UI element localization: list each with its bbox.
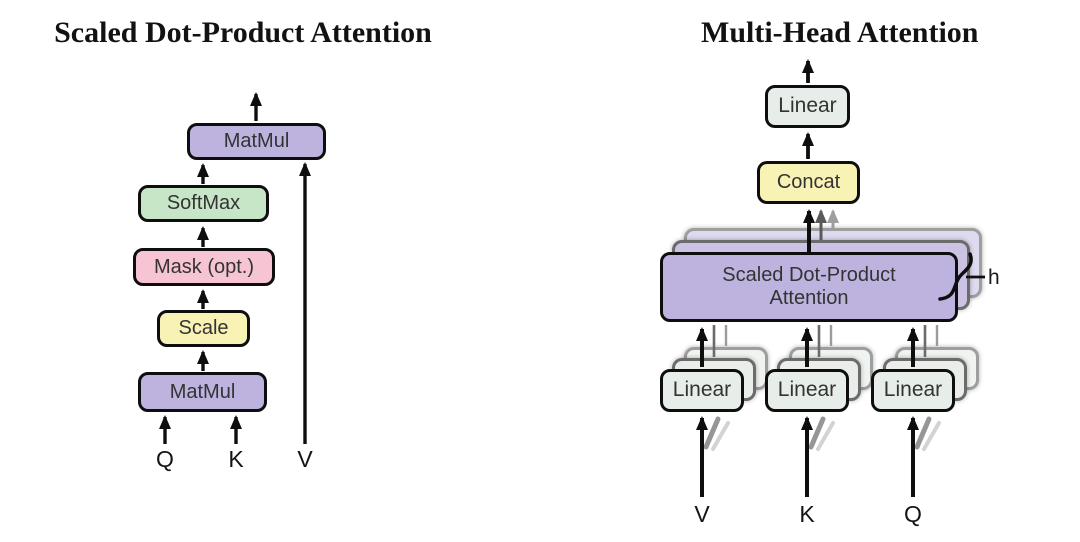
node-mask-label: Mask (opt.) [153, 255, 255, 278]
node-sdpa-label-line1: Scaled Dot-Product [722, 264, 896, 286]
node-linear-q-label: Linear [883, 378, 943, 402]
node-linear-k-label: Linear [777, 378, 837, 402]
input-label-v-left: V [297, 446, 313, 472]
node-linear-v-label: Linear [672, 378, 732, 402]
node-scale: Scale [157, 310, 250, 347]
input-label-q-left: Q [156, 446, 174, 472]
node-softmax-label: SoftMax [166, 192, 241, 214]
node-linear-out-label: Linear [778, 94, 837, 118]
node-softmax: SoftMax [138, 185, 269, 222]
node-matmul-bottom-label: MatMul [169, 380, 236, 403]
left-diagram-title: Scaled Dot-Product Attention [54, 16, 432, 49]
input-arrow-shadows [703, 416, 941, 451]
node-linear-k: Linear [765, 369, 849, 412]
node-mask: Mask (opt.) [133, 248, 275, 286]
node-matmul-top-label: MatMul [223, 130, 290, 152]
node-linear-v: Linear [660, 369, 744, 412]
left-diagram-arrows [159, 92, 311, 444]
input-label-k-right: K [799, 501, 815, 527]
node-matmul-top: MatMul [187, 123, 326, 160]
input-label-v-right: V [694, 501, 710, 527]
ghost-shafts-v [712, 325, 728, 357]
heads-count-label: h [988, 266, 1000, 289]
node-linear-out: Linear [765, 85, 850, 128]
ghost-shafts-q [923, 325, 939, 357]
node-sdpa: Scaled Dot-Product Attention [660, 252, 958, 322]
node-linear-q: Linear [871, 369, 955, 412]
right-diagram-arrows [696, 59, 985, 497]
heads-callout-curve [938, 252, 973, 301]
node-scale-label: Scale [178, 317, 229, 339]
node-concat: Concat [757, 161, 860, 204]
ghost-shafts-k [817, 325, 833, 357]
input-label-k-left: K [228, 446, 244, 472]
node-matmul-bottom: MatMul [138, 372, 267, 412]
node-sdpa-label-line2: Attention [769, 287, 849, 309]
right-diagram-title: Multi-Head Attention [701, 16, 979, 49]
node-concat-label: Concat [776, 171, 841, 193]
input-label-q-right: Q [904, 501, 922, 527]
